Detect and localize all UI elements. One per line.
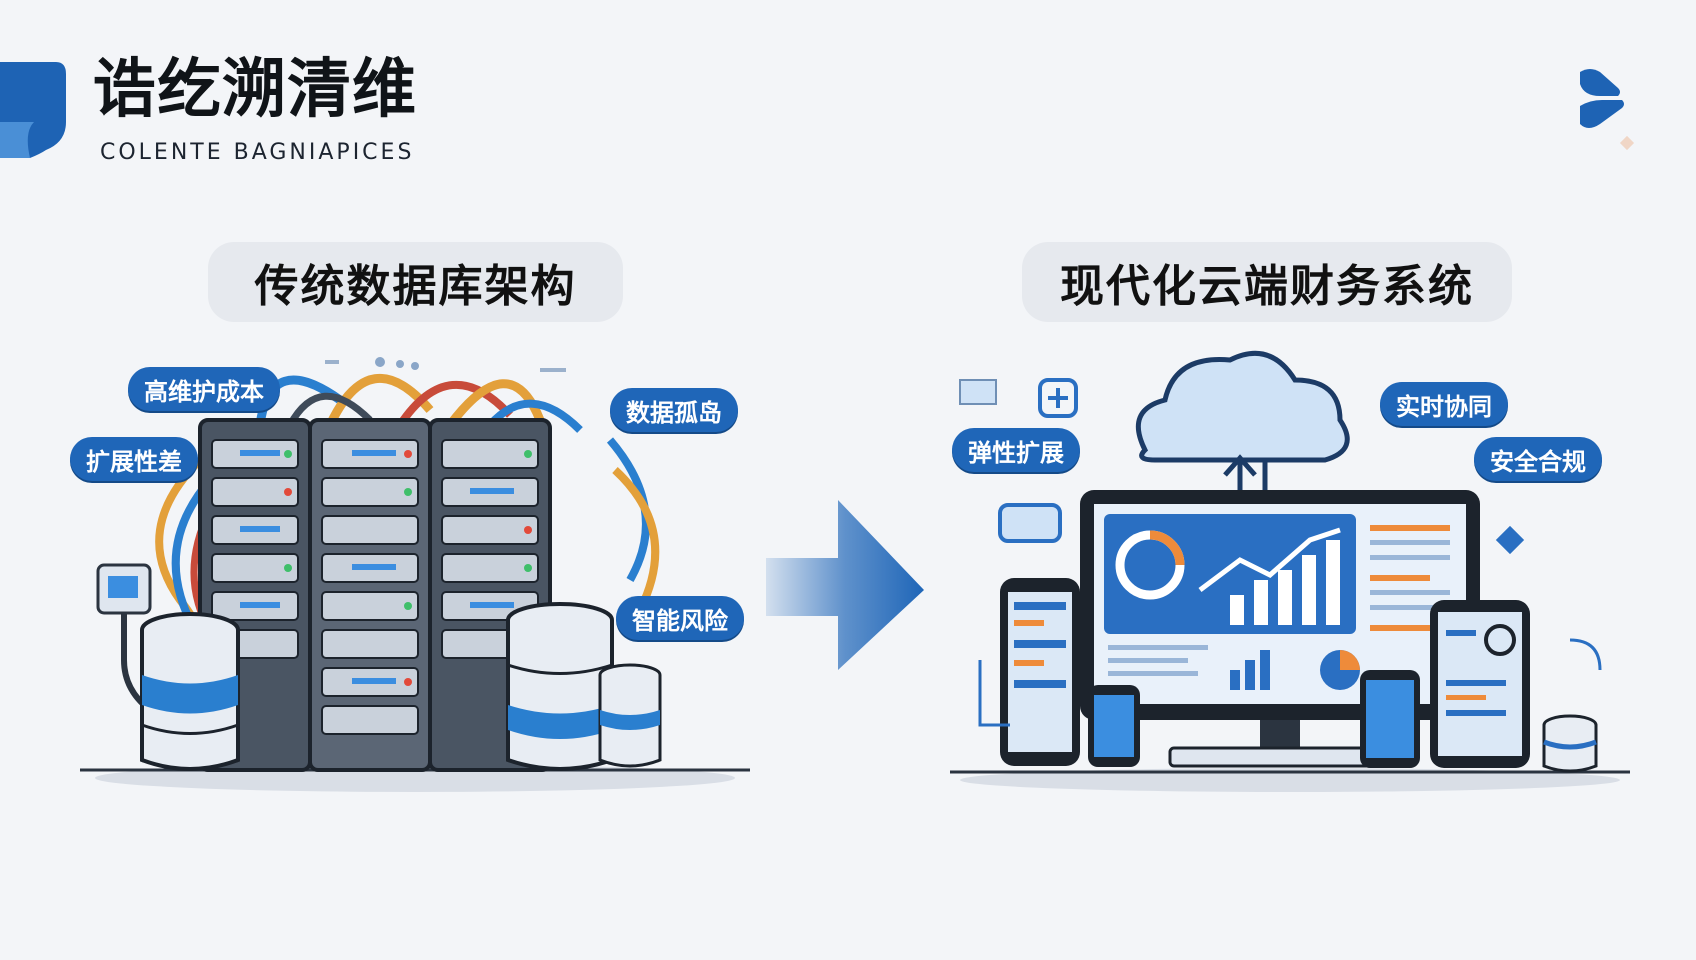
brand-mark-icon — [0, 62, 66, 158]
cloud-system-illustration — [950, 350, 1630, 792]
tag-risk: 智能风险 — [616, 596, 744, 640]
phone-icon — [1000, 578, 1140, 767]
database-icon — [140, 612, 240, 771]
server-rack-icon — [198, 418, 552, 772]
tag-security-compliance: 安全合规 — [1474, 437, 1602, 481]
cloud-icon — [1135, 350, 1350, 500]
tag-realtime-collab: 实时协同 — [1380, 382, 1508, 426]
tag-poor-scalability: 扩展性差 — [70, 437, 198, 481]
right-arrow-icon — [766, 500, 924, 670]
section-title-cloud: 现代化云端财务系统 — [1022, 242, 1512, 322]
tag-data-silos: 数据孤岛 — [610, 388, 738, 432]
tag-elastic-scaling: 弹性扩展 — [952, 428, 1080, 472]
brand-title: 诰纥溯清维 — [92, 53, 417, 127]
monitor-dashboard-icon — [1080, 490, 1480, 768]
tag-high-maintenance: 高维护成本 — [128, 367, 280, 411]
section-title-legacy: 传统数据库架构 — [208, 242, 623, 322]
brand-subtitle: COLENTE BAGNIAPICES — [100, 140, 415, 165]
legacy-servers-illustration — [80, 357, 750, 792]
corner-logo-icon — [1580, 69, 1635, 151]
tablet-icon — [1360, 600, 1530, 768]
